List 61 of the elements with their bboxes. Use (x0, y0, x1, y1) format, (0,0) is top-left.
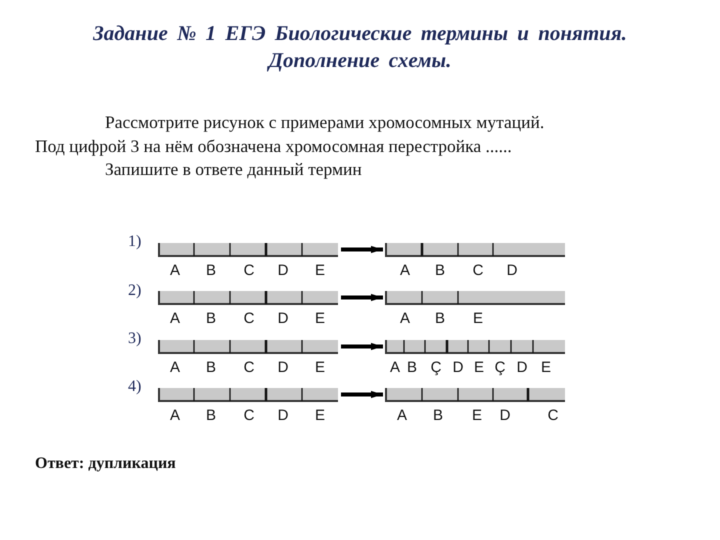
gene-letter: B (433, 407, 443, 424)
gene-letter: C (244, 359, 254, 376)
gene-letter: E (473, 310, 483, 327)
gene-letter: D (506, 262, 518, 279)
gene-letter: C (472, 262, 484, 279)
gene-letter: B (206, 407, 216, 424)
chromosome-bar (385, 291, 565, 305)
gene-letter: E (315, 310, 325, 327)
gene-letter: A (170, 310, 180, 327)
row-number: 4) (128, 378, 142, 396)
gene-letter: C (548, 407, 558, 424)
chromosome-bar (158, 388, 338, 402)
gene-letter: B (435, 262, 445, 279)
gene-letter: E (541, 359, 551, 376)
question-text: Запишите в ответе данный термин (105, 159, 362, 180)
gene-letter: D (278, 359, 288, 376)
gene-letter: E (315, 359, 325, 376)
gene-letter: C (244, 310, 254, 327)
row-number: 1) (128, 233, 142, 251)
title: Задание № 1 ЕГЭ Биологические термины и понятия. Дополнение схемы. (92, 20, 628, 74)
chromosome-bar (385, 388, 565, 402)
gene-letter: A (397, 407, 407, 424)
chromosome-bar (385, 243, 565, 257)
gene-letter: B (206, 310, 216, 327)
gene-letter: D (278, 262, 288, 279)
arrow (341, 342, 383, 350)
question-text: Под цифрой 3 на нём обозначена хромосомная перестройка ...... (35, 136, 512, 157)
gene-letter: E (315, 407, 325, 424)
gene-letter: A (170, 262, 180, 279)
gene-letter: B (435, 310, 445, 327)
question-text: Рассмотрите рисунок с примерами хромосомных мутаций. (105, 112, 544, 133)
gene-letter: D (278, 407, 288, 424)
gene-letter: A (170, 359, 180, 376)
gene-letter: D (516, 359, 528, 376)
gene-letter: B (206, 359, 216, 376)
chromosome-bar (158, 291, 338, 305)
gene-letter: Ç (494, 359, 506, 376)
gene-letter: D (500, 407, 510, 424)
chromosome-bar (158, 243, 338, 257)
gene-letter: E (315, 262, 325, 279)
gene-letter: C (244, 407, 254, 424)
chromosome-bar (385, 340, 565, 354)
gene-letter: D (278, 310, 288, 327)
gene-letter: A (400, 310, 410, 327)
gene-letter: A (170, 407, 180, 424)
arrow (341, 294, 383, 302)
gene-letter: A (400, 262, 410, 279)
gene-letter: B (407, 359, 417, 376)
gene-letter: B (206, 262, 216, 279)
arrow (341, 246, 383, 254)
row-number: 2) (128, 282, 142, 300)
gene-letter: E (472, 407, 482, 424)
gene-letter: D (452, 359, 464, 376)
gene-letter: Ç (430, 359, 442, 376)
gene-letter: C (244, 262, 254, 279)
chromosome-bar (158, 340, 338, 354)
row-number: 3) (128, 330, 142, 348)
arrow (341, 390, 383, 398)
gene-letter: A (390, 359, 400, 376)
gene-letter: E (474, 359, 484, 376)
answer-text: Ответ: дупликация (35, 455, 176, 473)
